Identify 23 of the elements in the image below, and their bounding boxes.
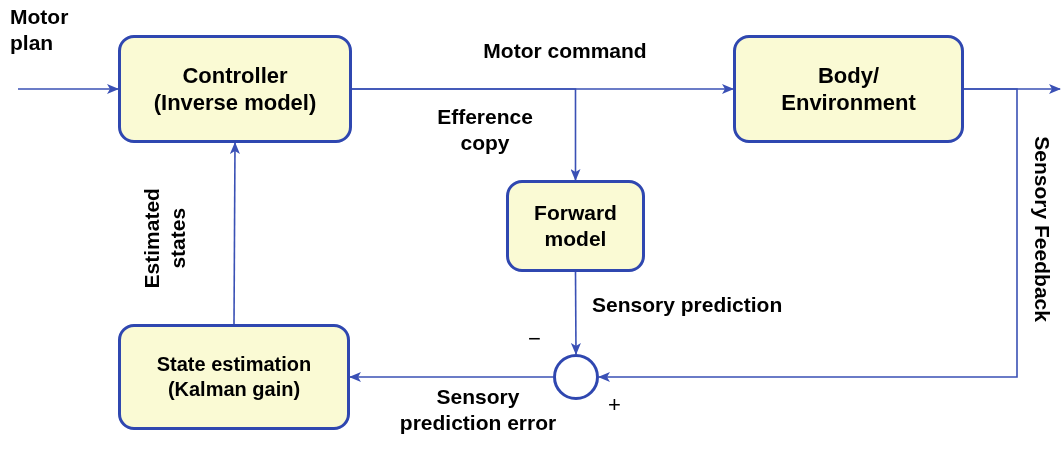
process-box bbox=[118, 324, 350, 430]
edge-label: Sensory prediction bbox=[592, 292, 784, 318]
arrow bbox=[17, 84, 119, 94]
arrow bbox=[598, 88, 1018, 382]
edge-label: Estimated states bbox=[138, 187, 190, 291]
process-box bbox=[733, 35, 964, 143]
box-label: Body/ Environment bbox=[780, 61, 917, 117]
edge-label: Motor command bbox=[482, 38, 648, 64]
arrow bbox=[349, 372, 554, 382]
arrow bbox=[229, 142, 240, 325]
sign-label: − bbox=[528, 328, 541, 350]
box-label: State estimation (Kalman gain) bbox=[155, 352, 313, 402]
process-box bbox=[506, 180, 645, 272]
arrow bbox=[351, 88, 581, 181]
sign-label: + bbox=[608, 394, 621, 416]
process-box bbox=[118, 35, 352, 143]
box-label: Controller (Inverse model) bbox=[152, 61, 318, 117]
edge-label: Sensory Feedback bbox=[1030, 135, 1056, 324]
edge-label: Motor plan bbox=[10, 4, 70, 57]
box-label: Forward model bbox=[533, 199, 618, 252]
edge-label: Sensory prediction error bbox=[398, 384, 558, 437]
arrow bbox=[570, 271, 581, 355]
edge-label: Efference copy bbox=[436, 104, 534, 157]
